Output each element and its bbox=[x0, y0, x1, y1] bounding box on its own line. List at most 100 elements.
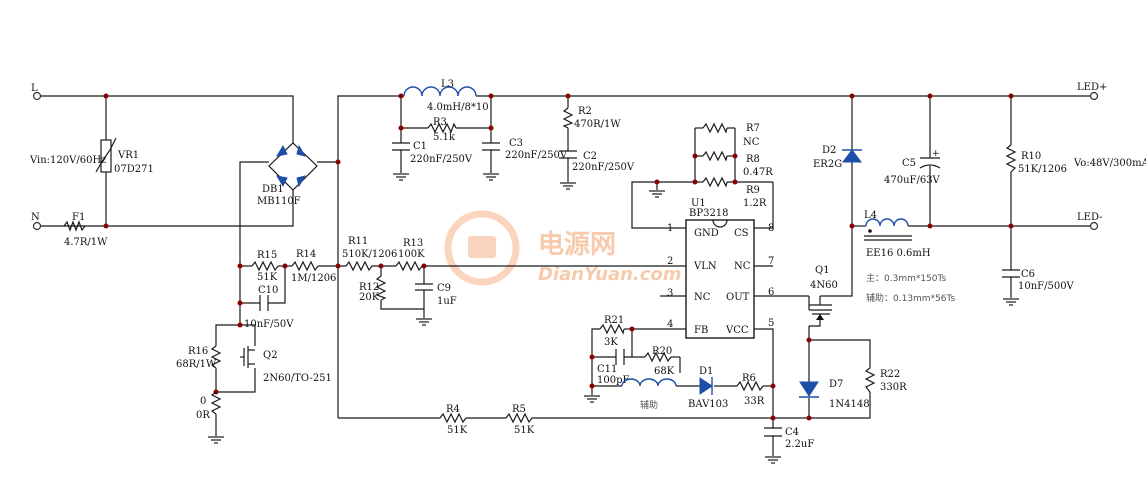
svg-text:C3: C3 bbox=[509, 138, 523, 149]
svg-text:GND: GND bbox=[694, 228, 719, 239]
svg-text:F1: F1 bbox=[72, 212, 85, 223]
ground-icon bbox=[648, 190, 666, 198]
svg-text:R6: R6 bbox=[742, 373, 756, 384]
svg-text:51K: 51K bbox=[447, 425, 468, 436]
svg-text:0: 0 bbox=[200, 396, 206, 407]
svg-text:C6: C6 bbox=[1021, 269, 1035, 280]
svg-text:51K: 51K bbox=[514, 425, 535, 436]
f1-fuse-resistor: F1 4.7R/1W bbox=[63, 212, 108, 248]
ground-icon bbox=[482, 173, 500, 181]
q2-transistor: Q2 2N60/TO-251 bbox=[240, 346, 332, 384]
svg-text:C5: C5 bbox=[902, 158, 916, 169]
svg-text:C2: C2 bbox=[583, 151, 597, 162]
c10-capacitor: C10 10nF/50V bbox=[244, 285, 294, 330]
main-winding-note: 主：0.3mm*150Ts bbox=[866, 272, 947, 284]
net-led-plus: LED+ bbox=[1077, 82, 1107, 93]
r10-resistor: R10 51K/1206 bbox=[1005, 144, 1067, 175]
ground-icon bbox=[559, 182, 577, 190]
svg-text:BAV103: BAV103 bbox=[688, 399, 728, 410]
svg-text:3: 3 bbox=[667, 288, 673, 299]
r11-resistor: R11 510K/1206 bbox=[342, 236, 397, 272]
svg-text:BP3218: BP3218 bbox=[689, 208, 729, 219]
svg-text:R2: R2 bbox=[578, 106, 592, 117]
svg-text:68R/1W: 68R/1W bbox=[176, 359, 217, 370]
d1-diode: D1 BAV103 bbox=[688, 366, 728, 410]
svg-text:D1: D1 bbox=[699, 366, 713, 377]
ground-icon bbox=[392, 173, 410, 181]
svg-text:Q1: Q1 bbox=[815, 265, 830, 276]
svg-text:R12: R12 bbox=[359, 282, 379, 293]
svg-text:4.0mH/8*10: 4.0mH/8*10 bbox=[427, 102, 489, 113]
net-n: N bbox=[31, 212, 40, 223]
svg-text:FB: FB bbox=[694, 325, 708, 336]
svg-text:R11: R11 bbox=[348, 236, 368, 247]
svg-text:EE16 0.6mH: EE16 0.6mH bbox=[866, 248, 931, 259]
svg-text:DB1: DB1 bbox=[262, 184, 284, 195]
svg-text:R15: R15 bbox=[257, 250, 277, 261]
svg-text:C4: C4 bbox=[785, 427, 799, 438]
d2-diode: D2 ER2G bbox=[813, 145, 862, 170]
svg-text:6: 6 bbox=[768, 287, 774, 298]
svg-text:R3: R3 bbox=[433, 117, 447, 128]
db1-bridge-rectifier: DB1 MB110F bbox=[257, 142, 318, 207]
svg-text:R5: R5 bbox=[512, 404, 526, 415]
l4-transformer: L4 EE16 0.6mH 主：0.3mm*150Ts 辅助：0.13mm*56… bbox=[864, 210, 956, 304]
svg-text:R14: R14 bbox=[296, 249, 316, 260]
svg-text:1N4148: 1N4148 bbox=[829, 399, 870, 410]
net-led-minus: LED- bbox=[1077, 212, 1103, 223]
watermark: 电源网 DianYuan.com bbox=[444, 210, 682, 286]
svg-text:220nF/250V: 220nF/250V bbox=[505, 150, 568, 161]
svg-text:07D271: 07D271 bbox=[114, 164, 154, 175]
svg-text:33R: 33R bbox=[744, 396, 765, 407]
terminal-led-plus bbox=[1089, 91, 1099, 101]
r8-resistor: R8 0.47R bbox=[702, 150, 773, 178]
c3-capacitor: C3 220nF/250V bbox=[482, 138, 568, 161]
svg-text:R13: R13 bbox=[403, 238, 423, 249]
svg-text:4N60: 4N60 bbox=[810, 280, 838, 291]
c9-capacitor: C9 1uF bbox=[415, 283, 457, 307]
r6-resistor: R6 33R bbox=[736, 373, 765, 407]
svg-text:VR1: VR1 bbox=[117, 150, 139, 161]
svg-text:68K: 68K bbox=[654, 366, 675, 377]
ground-icon bbox=[415, 318, 433, 326]
svg-text:R20: R20 bbox=[652, 346, 672, 357]
ground-icon bbox=[207, 436, 225, 444]
r0-resistor: 0 0R bbox=[196, 391, 222, 421]
r3-resistor: R3 5.1k bbox=[427, 117, 457, 143]
svg-text:OUT: OUT bbox=[726, 292, 750, 303]
svg-text:Q2: Q2 bbox=[263, 350, 278, 361]
svg-text:220nF/250V: 220nF/250V bbox=[410, 154, 473, 165]
svg-text:R8: R8 bbox=[746, 154, 760, 165]
svg-text:4: 4 bbox=[667, 319, 673, 330]
aux-winding: 辅助 bbox=[621, 378, 677, 411]
r16-resistor: R16 68R/1W bbox=[176, 345, 222, 370]
svg-text:470R/1W: 470R/1W bbox=[574, 119, 621, 130]
svg-text:R22: R22 bbox=[880, 369, 900, 380]
svg-text:D7: D7 bbox=[829, 379, 843, 390]
r20-resistor: R20 68K bbox=[644, 346, 675, 377]
c6-capacitor: C6 10nF/500V bbox=[1002, 269, 1075, 292]
svg-text:100pF: 100pF bbox=[597, 375, 629, 386]
svg-text:10nF/50V: 10nF/50V bbox=[244, 319, 294, 330]
ground-icon bbox=[764, 456, 782, 464]
svg-text:10nF/500V: 10nF/500V bbox=[1018, 281, 1075, 292]
svg-text:C1: C1 bbox=[413, 141, 427, 152]
r21-resistor: R21 3K bbox=[599, 315, 625, 348]
svg-text:7: 7 bbox=[768, 256, 774, 267]
svg-text:510K/1206: 510K/1206 bbox=[342, 249, 397, 260]
svg-text:C10: C10 bbox=[258, 285, 278, 296]
svg-text:NC: NC bbox=[734, 261, 751, 272]
r5-resistor: R5 51K bbox=[505, 404, 535, 436]
terminal-n bbox=[32, 221, 42, 231]
svg-text:MB110F: MB110F bbox=[257, 196, 301, 207]
r9-resistor: R9 1.2R bbox=[702, 176, 767, 209]
q1-mosfet: Q1 4N60 bbox=[809, 265, 838, 327]
svg-text:1: 1 bbox=[667, 223, 673, 234]
d7-diode: D7 1N4148 bbox=[799, 379, 870, 410]
svg-text:NC: NC bbox=[694, 292, 711, 303]
vo-label: Vo:48V/300mA bbox=[1073, 158, 1146, 169]
svg-text:0.47R: 0.47R bbox=[743, 167, 773, 178]
svg-text:D2: D2 bbox=[822, 145, 836, 156]
c2-capacitor: C2 220nF/250V bbox=[559, 150, 635, 173]
